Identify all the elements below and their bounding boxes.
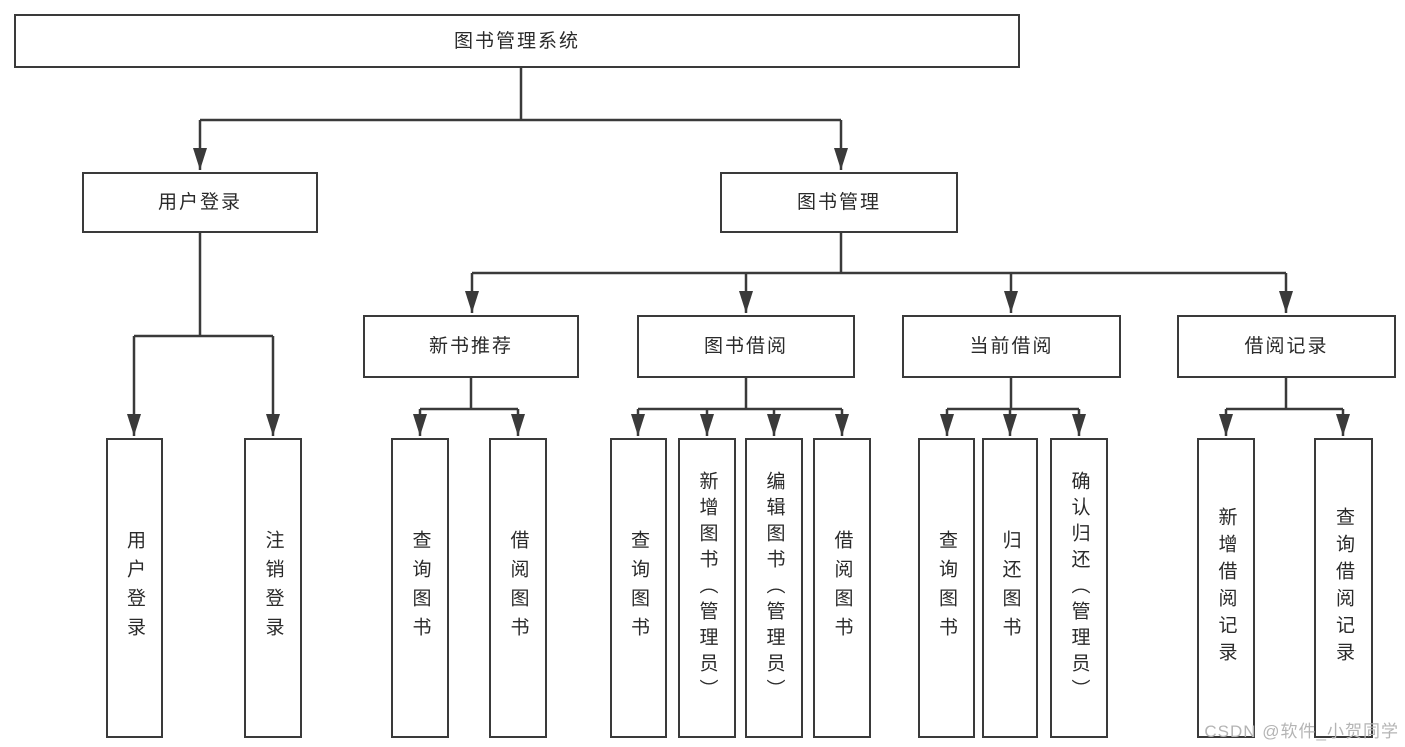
node-current-confirm-return: 确认归还（管理员）: [1050, 438, 1108, 738]
node-root: 图书管理系统: [14, 14, 1020, 68]
node-borrowing-add: 新增图书（管理员）: [678, 438, 736, 738]
node-borrowing-records: 借阅记录: [1177, 315, 1396, 378]
connector-book-borrowing: [631, 378, 849, 436]
node-borrowing-borrow: 借阅图书: [813, 438, 871, 738]
node-logout: 注销登录: [244, 438, 302, 738]
node-book-borrowing: 图书借阅: [637, 315, 855, 378]
node-records-query: 查询借阅记录: [1314, 438, 1373, 738]
connector-borrowing-records: [1219, 378, 1350, 436]
connector-current-borrowing: [940, 378, 1086, 436]
node-new-books-query: 查询图书: [391, 438, 449, 738]
node-login: 用户登录: [106, 438, 163, 738]
node-current-return: 归还图书: [982, 438, 1038, 738]
node-new-books-borrow: 借阅图书: [489, 438, 547, 738]
node-book-management: 图书管理: [720, 172, 958, 233]
node-current-query: 查询图书: [918, 438, 975, 738]
node-current-borrowing: 当前借阅: [902, 315, 1121, 378]
connector-root: [193, 68, 848, 170]
node-user-login: 用户登录: [82, 172, 318, 233]
csdn-watermark: CSDN @软件_小贺同学: [1204, 722, 1399, 741]
node-new-books: 新书推荐: [363, 315, 579, 378]
connector-new-books: [413, 378, 525, 436]
node-records-add: 新增借阅记录: [1197, 438, 1255, 738]
connector-user-login: [127, 233, 280, 436]
connector-book-management: [465, 233, 1293, 313]
node-borrowing-query: 查询图书: [610, 438, 667, 738]
node-borrowing-edit: 编辑图书（管理员）: [745, 438, 803, 738]
